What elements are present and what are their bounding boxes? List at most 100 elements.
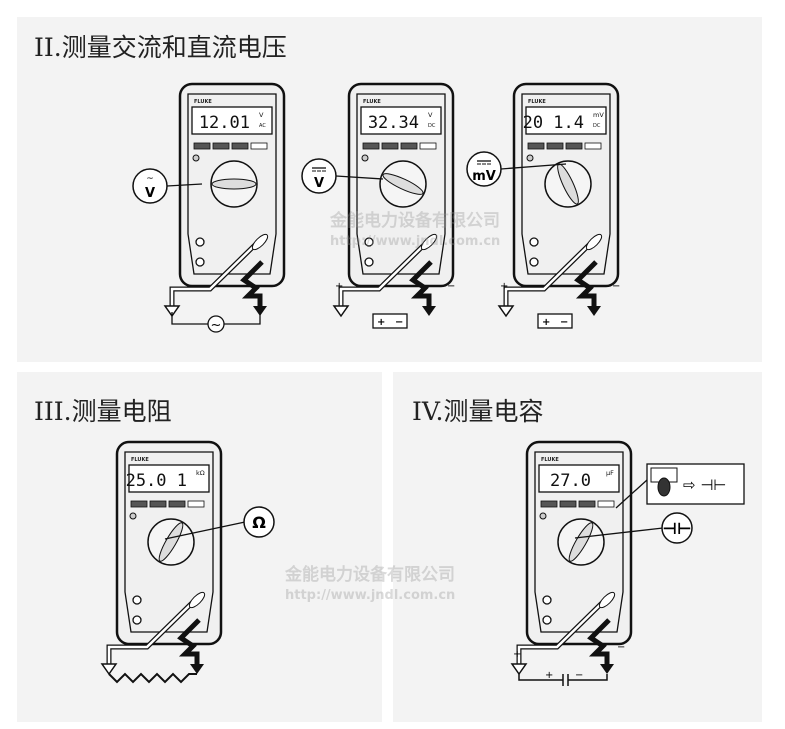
multimeter-2: FLUKE 32.34 V DC +− + − V [301, 82, 455, 329]
function-button[interactable] [546, 142, 564, 150]
black-probe-lead [240, 260, 264, 309]
meter-inner-outline [521, 93, 611, 275]
svg-text:−: − [575, 670, 583, 681]
backlight-button[interactable] [539, 512, 547, 520]
input-jack-v [364, 257, 374, 267]
input-jack-com [364, 237, 374, 247]
input-jack-v [195, 257, 205, 267]
function-button[interactable] [559, 500, 577, 508]
lcd-value: 12.01 [199, 113, 250, 133]
function-button[interactable] [419, 142, 437, 150]
function-callout-label: ⊣⊢ [662, 519, 691, 538]
function-callout-label: V [145, 186, 155, 201]
button-callout-label: ⇨ ⊣⊢ [683, 476, 726, 494]
function-button[interactable] [527, 142, 545, 150]
lcd-value: 25.0 1 [126, 471, 187, 491]
input-jack-v [542, 615, 552, 625]
backlight-button[interactable] [361, 154, 369, 162]
function-button[interactable] [130, 500, 148, 508]
input-jack-com [132, 595, 142, 605]
black-probe-tip [422, 306, 436, 316]
function-button[interactable] [565, 142, 583, 150]
svg-text:−: − [395, 317, 403, 328]
meter-inner-outline [534, 451, 624, 633]
lcd-display [128, 464, 210, 493]
black-probe-tip [600, 664, 614, 674]
function-callout-label: mV [472, 169, 496, 184]
plus-label: + [500, 281, 508, 292]
function-button[interactable] [231, 142, 249, 150]
probe-handle [251, 233, 269, 251]
svg-text:+: + [377, 317, 385, 328]
section-title-capacitance: IV.测量电容 [412, 397, 544, 426]
lcd-value: 27.0 [550, 471, 591, 491]
black-probe-lead [177, 618, 201, 667]
minus-label: − [612, 281, 620, 292]
lcd-unit: V [259, 111, 264, 119]
red-probe-tip [163, 305, 181, 318]
section-title-resistance: III.测量电阻 [34, 397, 172, 426]
lcd-display [525, 106, 607, 135]
battery-icon [372, 313, 408, 329]
dial-pointer [211, 178, 257, 190]
lcd-unit-mode: AC [259, 123, 266, 129]
lcd-display [538, 464, 620, 493]
function-callout-label: Ω [252, 513, 266, 532]
function-button[interactable] [597, 500, 615, 508]
brand-label: FLUKE [131, 457, 149, 463]
multimeter-1: FLUKE 12.01 V AC ~ V ~ [132, 82, 286, 333]
svg-text:~: ~ [211, 318, 222, 333]
function-button[interactable] [362, 142, 380, 150]
function-button[interactable] [584, 142, 602, 150]
backlight-button[interactable] [526, 154, 534, 162]
lcd-value: 32.34 [368, 113, 419, 133]
black-probe-tip [587, 306, 601, 316]
function-button[interactable] [168, 500, 186, 508]
function-button[interactable] [250, 142, 268, 150]
function-button[interactable] [149, 500, 167, 508]
input-jack-com [529, 237, 539, 247]
black-probe-lead [587, 618, 611, 667]
multimeter-3: FLUKE 20 1.4 mV DC +− + − mV [466, 82, 620, 329]
brand-label: FLUKE [194, 99, 212, 105]
function-button[interactable] [400, 142, 418, 150]
probe-handle [188, 591, 206, 609]
lcd-unit: V [428, 111, 433, 119]
black-probe-lead [574, 260, 598, 309]
brand-label: FLUKE [528, 99, 546, 105]
function-button[interactable] [578, 500, 596, 508]
backlight-button[interactable] [129, 512, 137, 520]
lcd-display [191, 106, 273, 135]
dc-mark-icon [477, 160, 491, 165]
lcd-display [360, 106, 442, 135]
function-callout [466, 151, 502, 187]
section-title-voltage: II.测量交流和直流电压 [34, 33, 287, 62]
black-probe-tip [253, 306, 267, 316]
red-probe-tip [100, 663, 118, 676]
meter-inner-outline [356, 93, 446, 275]
svg-text:+: + [545, 670, 553, 681]
function-button[interactable] [193, 142, 211, 150]
dc-mark-icon [312, 167, 326, 172]
plus-label: + [513, 649, 521, 660]
backlight-button[interactable] [192, 154, 200, 162]
lcd-unit-mode: DC [593, 123, 601, 129]
lcd-value: 20 1.4 [523, 113, 584, 133]
function-callout-label: V [314, 176, 324, 191]
probe-handle [420, 233, 438, 251]
red-probe-tip [497, 305, 515, 318]
meter-inner-outline [124, 451, 214, 633]
brand-label: FLUKE [541, 457, 559, 463]
function-button[interactable] [381, 142, 399, 150]
red-probe-tip [332, 305, 350, 318]
function-callout [243, 506, 275, 538]
function-button[interactable] [187, 500, 205, 508]
plus-label: + [335, 281, 343, 292]
capacitor-icon [518, 674, 608, 686]
input-jack-v [132, 615, 142, 625]
function-button[interactable] [212, 142, 230, 150]
dial-pointer [382, 173, 424, 195]
probe-handle [598, 591, 616, 609]
function-button[interactable] [540, 500, 558, 508]
ac-source-icon [207, 315, 225, 333]
